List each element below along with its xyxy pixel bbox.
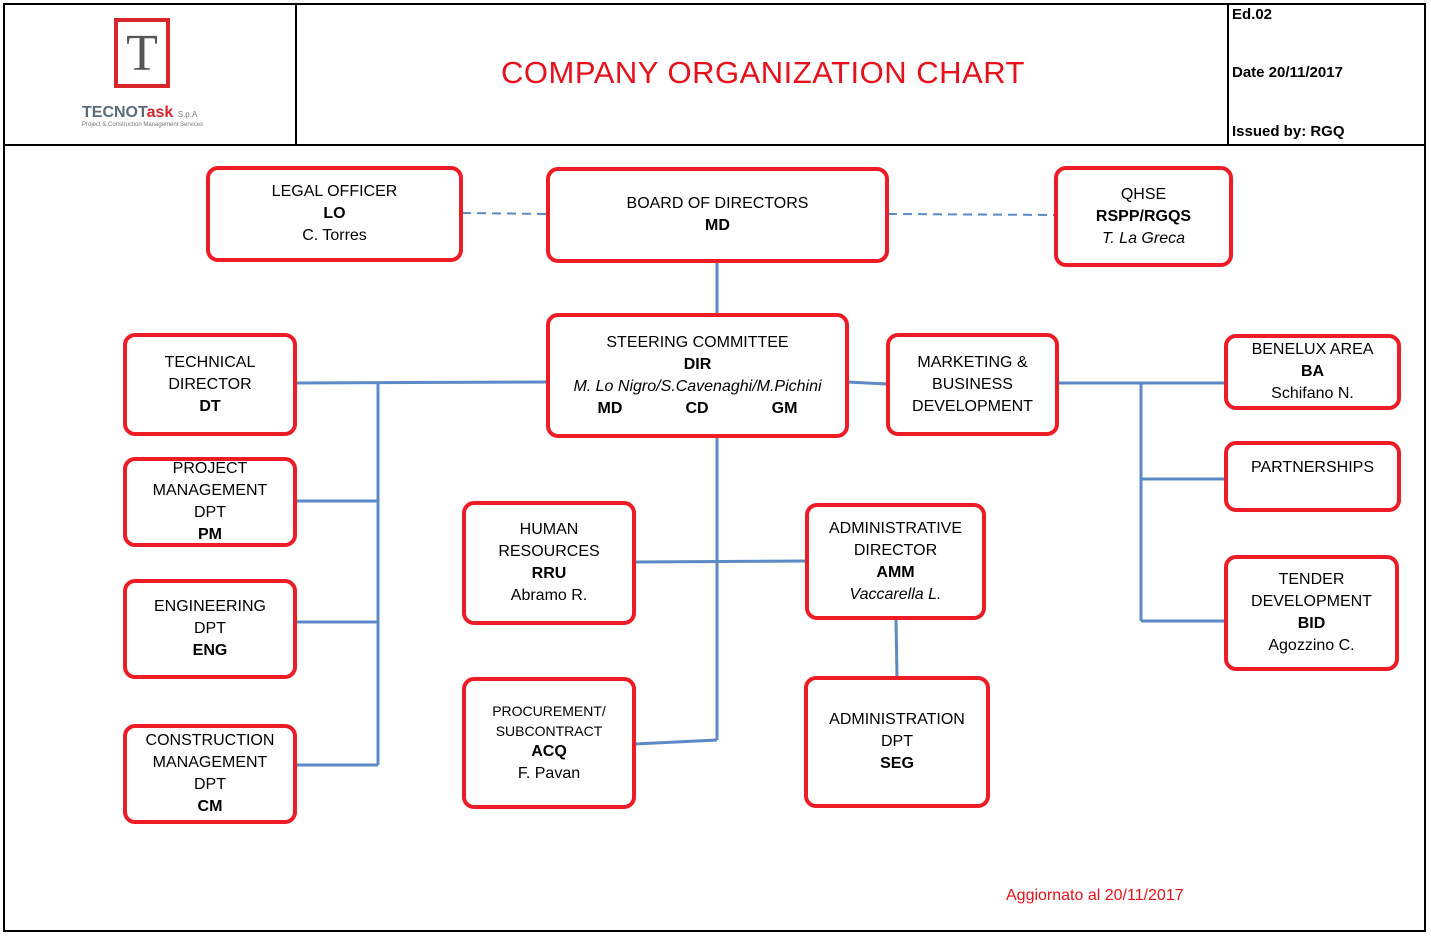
partnerships-box: PARTNERSHIPS — [1224, 441, 1401, 512]
page-frame — [3, 3, 1426, 932]
node-line: PROJECT — [172, 460, 248, 477]
node-person: Schifano N. — [1271, 385, 1354, 402]
node-line: DEVELOPMENT — [1251, 593, 1372, 610]
node-line: ADMINISTRATIVE — [828, 519, 963, 537]
page-title: COMPANY ORGANIZATION CHART — [501, 55, 1025, 90]
node-line: ADMINISTRATION — [829, 711, 965, 728]
procurement-box: PROCUREMENT/ SUBCONTRACT ACQ F. Pavan — [462, 677, 636, 809]
connector-proc — [633, 738, 718, 746]
company-logo: T TECNOTask S.p.A Project & Construction… — [80, 18, 220, 130]
node-title: QHSE — [1120, 185, 1167, 203]
node-code: DIR — [683, 355, 712, 373]
node-code: BA — [1300, 363, 1325, 380]
node-code: MD — [705, 217, 730, 234]
node-person: F. Pavan — [517, 765, 581, 782]
header-col-divider-left — [295, 3, 297, 145]
node-line: BUSINESS — [932, 375, 1013, 393]
node-code: BID — [1297, 615, 1326, 632]
node-title: BOARD OF DIRECTORS — [626, 195, 809, 212]
node-line: DIRECTOR — [853, 541, 938, 559]
technical-director-box: TECHNICAL DIRECTOR DT — [123, 333, 297, 436]
node-line: MANAGEMENT — [152, 754, 268, 771]
logo-name: TECNOTask S.p.A — [82, 104, 198, 121]
node-title: BENELUX AREA — [1251, 341, 1374, 358]
node-code: AMM — [876, 563, 915, 581]
updated-note: Aggiornato al 20/11/2017 — [1006, 887, 1184, 904]
logo-mark: T — [114, 18, 170, 88]
node-line: SUBCONTRACT — [495, 723, 603, 739]
board-of-directors-box: BOARD OF DIRECTORS MD — [546, 167, 889, 263]
tender-development-box: TENDER DEVELOPMENT BID Agozzino C. — [1224, 555, 1399, 671]
connector-board-qhse — [887, 213, 1056, 216]
node-line: DPT — [194, 620, 226, 637]
engineering-box: ENGINEERING DPT ENG — [123, 579, 297, 679]
connector-legal-board — [461, 212, 549, 215]
logo-subtitle: Project & Construction Management Servic… — [82, 122, 204, 128]
node-code: LO — [323, 205, 346, 222]
node-person: T. La Greca — [1101, 229, 1185, 247]
steering-code-cd: CD — [685, 399, 709, 417]
steering-committee-box: STEERING COMMITTEE DIR M. Lo Nigro/S.Cav… — [546, 313, 849, 438]
marketing-box: MARKETING & BUSINESS DEVELOPMENT — [886, 333, 1059, 436]
node-code: PM — [198, 526, 222, 543]
node-person: C. Torres — [302, 227, 367, 244]
node-line: TECHNICAL — [164, 353, 256, 371]
logo-glyph-icon: T — [126, 25, 158, 82]
connector-admdir-adm — [894, 617, 899, 679]
node-person: M. Lo Nigro/S.Cavenaghi/M.Pichini — [573, 377, 822, 395]
node-code: RRU — [531, 565, 567, 582]
node-code: ENG — [192, 642, 228, 659]
node-line: MARKETING & — [917, 353, 1028, 371]
node-code: ACQ — [531, 743, 567, 760]
project-management-box: PROJECT MANAGEMENT DPT PM — [123, 457, 297, 547]
steering-code-gm: GM — [771, 399, 798, 417]
edition-label: Ed.02 — [1232, 6, 1273, 23]
node-line: CONSTRUCTION — [145, 732, 275, 749]
node-line: DEVELOPMENT — [912, 397, 1033, 415]
administrative-director-box: ADMINISTRATIVE DIRECTOR AMM Vaccarella L… — [805, 503, 986, 620]
human-resources-box: HUMAN RESOURCES RRU Abramo R. — [462, 501, 636, 625]
node-code: SEG — [880, 755, 914, 772]
node-code: CM — [197, 798, 223, 815]
connector-hr-admdir — [633, 559, 808, 564]
connector-steering-marketing — [846, 380, 888, 386]
node-person: Abramo R. — [510, 587, 588, 604]
administration-box: ADMINISTRATION DPT SEG — [804, 676, 990, 808]
node-line: HUMAN — [519, 521, 579, 538]
issued-by-label: Issued by: RGQ — [1232, 123, 1345, 140]
node-line: ENGINEERING — [153, 598, 266, 615]
node-line: DPT — [881, 733, 913, 750]
benelux-area-box: BENELUX AREA BA Schifano N. — [1224, 334, 1401, 410]
node-title: LEGAL OFFICER — [271, 183, 398, 200]
connector-steering-left — [295, 380, 549, 385]
node-line: DPT — [194, 776, 226, 793]
node-line: PROCUREMENT/ — [492, 703, 606, 719]
node-person: Vaccarella L. — [849, 585, 942, 603]
legal-officer-box: LEGAL OFFICER LO C. Torres — [206, 166, 463, 262]
node-title: STEERING COMMITTEE — [606, 333, 789, 351]
header-col-divider-right — [1227, 3, 1229, 145]
header-divider — [3, 144, 1426, 146]
date-label: Date 20/11/2017 — [1232, 64, 1343, 81]
node-title: PARTNERSHIPS — [1251, 459, 1374, 476]
node-line: DIRECTOR — [168, 375, 252, 393]
node-line: RESOURCES — [498, 543, 600, 560]
steering-codes: MD CD GM — [550, 398, 845, 420]
node-person: Agozzino C. — [1268, 637, 1355, 654]
node-code: RSPP/RGQS — [1095, 207, 1192, 225]
steering-code-md: MD — [597, 399, 623, 417]
node-line: DPT — [194, 504, 226, 521]
node-line: TENDER — [1278, 571, 1345, 588]
node-line: MANAGEMENT — [152, 482, 268, 499]
qhse-box: QHSE RSPP/RGQS T. La Greca — [1054, 166, 1233, 267]
node-code: DT — [199, 397, 221, 415]
construction-management-box: CONSTRUCTION MANAGEMENT DPT CM — [123, 724, 297, 824]
